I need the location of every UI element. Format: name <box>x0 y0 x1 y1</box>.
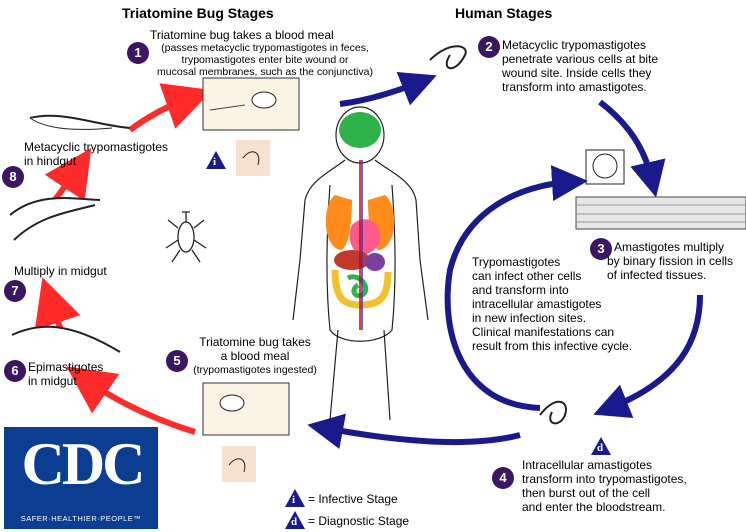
trypomastigote-inset-5 <box>222 446 256 482</box>
amastigote-inset-3 <box>585 149 625 185</box>
blue-arrow-1-to-2 <box>339 71 437 107</box>
stage-number-8: 8 <box>2 166 24 188</box>
cycle-text-line-3: and transform into <box>472 283 569 297</box>
multiply-parasites-7 <box>9 197 101 241</box>
stage-number-5: 5 <box>166 350 188 372</box>
stage-1-detail-line-3: mucosal membranes, such as the conjuncti… <box>157 66 373 78</box>
stage-number-1: 1 <box>127 42 149 64</box>
blue-arrow-2-to-3 <box>598 99 666 198</box>
stage-1-title: Triatomine bug takes a blood meal <box>150 28 334 42</box>
stage-1-detail-line-2: trypomastigotes enter bite wound or <box>181 54 349 66</box>
stage-7-line-1: Multiply in midgut <box>14 264 107 278</box>
legend-infective-letter: i <box>292 494 296 506</box>
red-arrow-8-to-1 <box>128 83 213 133</box>
cdc-logo: CDC SAFER·HEALTHIER·PEOPLE™ <box>4 427 158 529</box>
stage-number-3: 3 <box>590 238 612 260</box>
stage-5-detail: (trypomastigotes ingested) <box>193 364 317 376</box>
stage-4-line-1: Intracellular amastigotes <box>522 458 653 472</box>
human-stages-heading: Human Stages <box>455 5 553 21</box>
stage-2-line-1: Metacyclic trypomastigotes <box>502 38 647 52</box>
epimastigote-parasite-6 <box>11 325 121 353</box>
legend-infective-icon <box>284 488 306 508</box>
blue-arrow-cycle <box>444 165 588 411</box>
stage-3-line-1: Amastigotes multiply <box>614 240 725 254</box>
trypomastigote-parasite-4 <box>539 400 567 425</box>
cycle-text-line-1: Trypomastigotes <box>472 255 561 269</box>
infective-marker-letter: i <box>213 156 217 168</box>
legend-infective-label: = Infective Stage <box>308 492 398 506</box>
blue-arrow-4-to-5 <box>307 413 521 449</box>
stage-6-line-1: Epimastigotes <box>28 360 104 374</box>
legend-diagnostic-letter: d <box>291 516 298 528</box>
stage-4-line-2: transform into trypomastigotes, <box>522 472 687 486</box>
infected-tissue-panel-3 <box>575 196 746 230</box>
bug-stages-heading: Triatomine Bug Stages <box>122 5 274 21</box>
stage-5-title-line-1: Triatomine bug takes <box>199 335 311 349</box>
stage-number-6: 6 <box>4 360 26 382</box>
brain-organ <box>339 112 381 148</box>
infective-stage-marker <box>205 150 227 170</box>
metacyclic-parasite-2 <box>429 45 467 70</box>
stage-3-line-2: by binary fission in cells <box>607 254 734 268</box>
cdc-logo-tagline: SAFER·HEALTHIER·PEOPLE™ <box>20 514 142 523</box>
stage-2-line-3: wound site. Inside cells they <box>502 66 652 80</box>
stomach-organ <box>365 253 385 271</box>
cycle-text-line-6: Clinical manifestations can <box>472 325 615 339</box>
stage-2-line-4: transform into amastigotes. <box>502 80 647 94</box>
heart-organ <box>349 219 381 256</box>
cdc-logo-letters: CDC <box>21 431 146 497</box>
liver-organ <box>334 250 370 270</box>
cycle-text-line-7: result from this infective cycle. <box>472 339 633 353</box>
legend-diagnostic-icon <box>284 510 306 530</box>
legend-diagnostic-label: = Diagnostic Stage <box>308 514 410 528</box>
diagnostic-stage-marker <box>590 436 612 456</box>
stage-3-line-3: of infected tissues. <box>607 268 707 282</box>
red-arrow-7-to-8 <box>44 148 92 202</box>
cycle-text-line-4: intracellular amastigotes <box>472 297 602 311</box>
stage-6-line-2: in midgut <box>28 374 77 388</box>
stage-number-7: 7 <box>4 280 26 302</box>
metacyclic-parasite-8 <box>29 114 131 129</box>
triatomine-bug-icon <box>165 211 207 263</box>
bug-bite-panel-1 <box>202 77 300 131</box>
stage-2-line-2: penetrate various cells at bite <box>502 52 659 66</box>
stage-4-line-3: then burst out of the cell <box>522 486 651 500</box>
stage-number-2: 2 <box>478 36 500 58</box>
trypomastigote-inset-1 <box>236 140 270 176</box>
diagnostic-marker-letter: d <box>597 442 604 454</box>
cycle-text-line-5: in new infection sites. <box>472 311 587 325</box>
cycle-text-line-2: can infect other cells <box>472 269 582 283</box>
stage-1-detail-line-1: (passes metacyclic trypomastigotes in fe… <box>161 42 369 54</box>
red-arrow-5-to-6 <box>66 366 196 435</box>
stage-8-line-1: Metacyclic trypomastigotes <box>24 140 169 154</box>
stage-number-4: 4 <box>492 467 514 489</box>
stage-5-title-line-2: a blood meal <box>220 349 290 363</box>
stage-4-line-4: and enter the bloodstream. <box>522 500 666 514</box>
stage-8-line-2: in hindgut <box>24 154 77 168</box>
blue-arrow-3-to-4 <box>593 294 703 419</box>
bug-bite-panel-5 <box>202 382 290 436</box>
